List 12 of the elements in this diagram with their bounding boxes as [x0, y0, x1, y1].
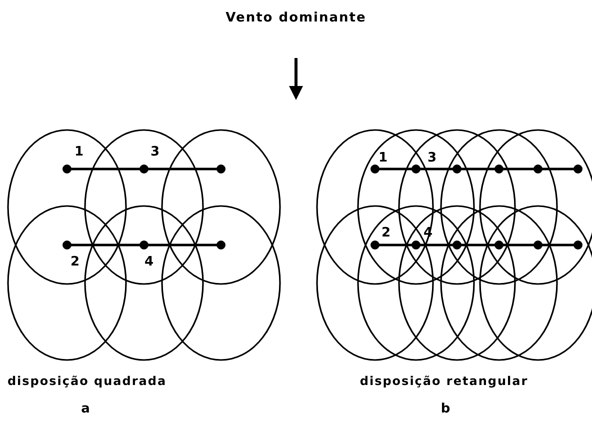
sprinkler-number: 1: [378, 152, 388, 164]
sprinkler-number: 2: [381, 226, 391, 240]
sprinkler-number: 3: [150, 146, 160, 158]
sprinkler-number: 2: [70, 256, 80, 268]
sprinkler-number: 4: [144, 256, 154, 268]
caption: disposição retangular: [360, 375, 528, 387]
panel-letter: a: [81, 402, 91, 416]
sprinkler-number: 3: [427, 152, 437, 164]
sprinkler-number: 1: [74, 146, 84, 158]
heading: Vento dominante: [226, 12, 366, 24]
caption: disposição quadrada: [7, 375, 167, 387]
panel-letter: b: [440, 402, 452, 416]
